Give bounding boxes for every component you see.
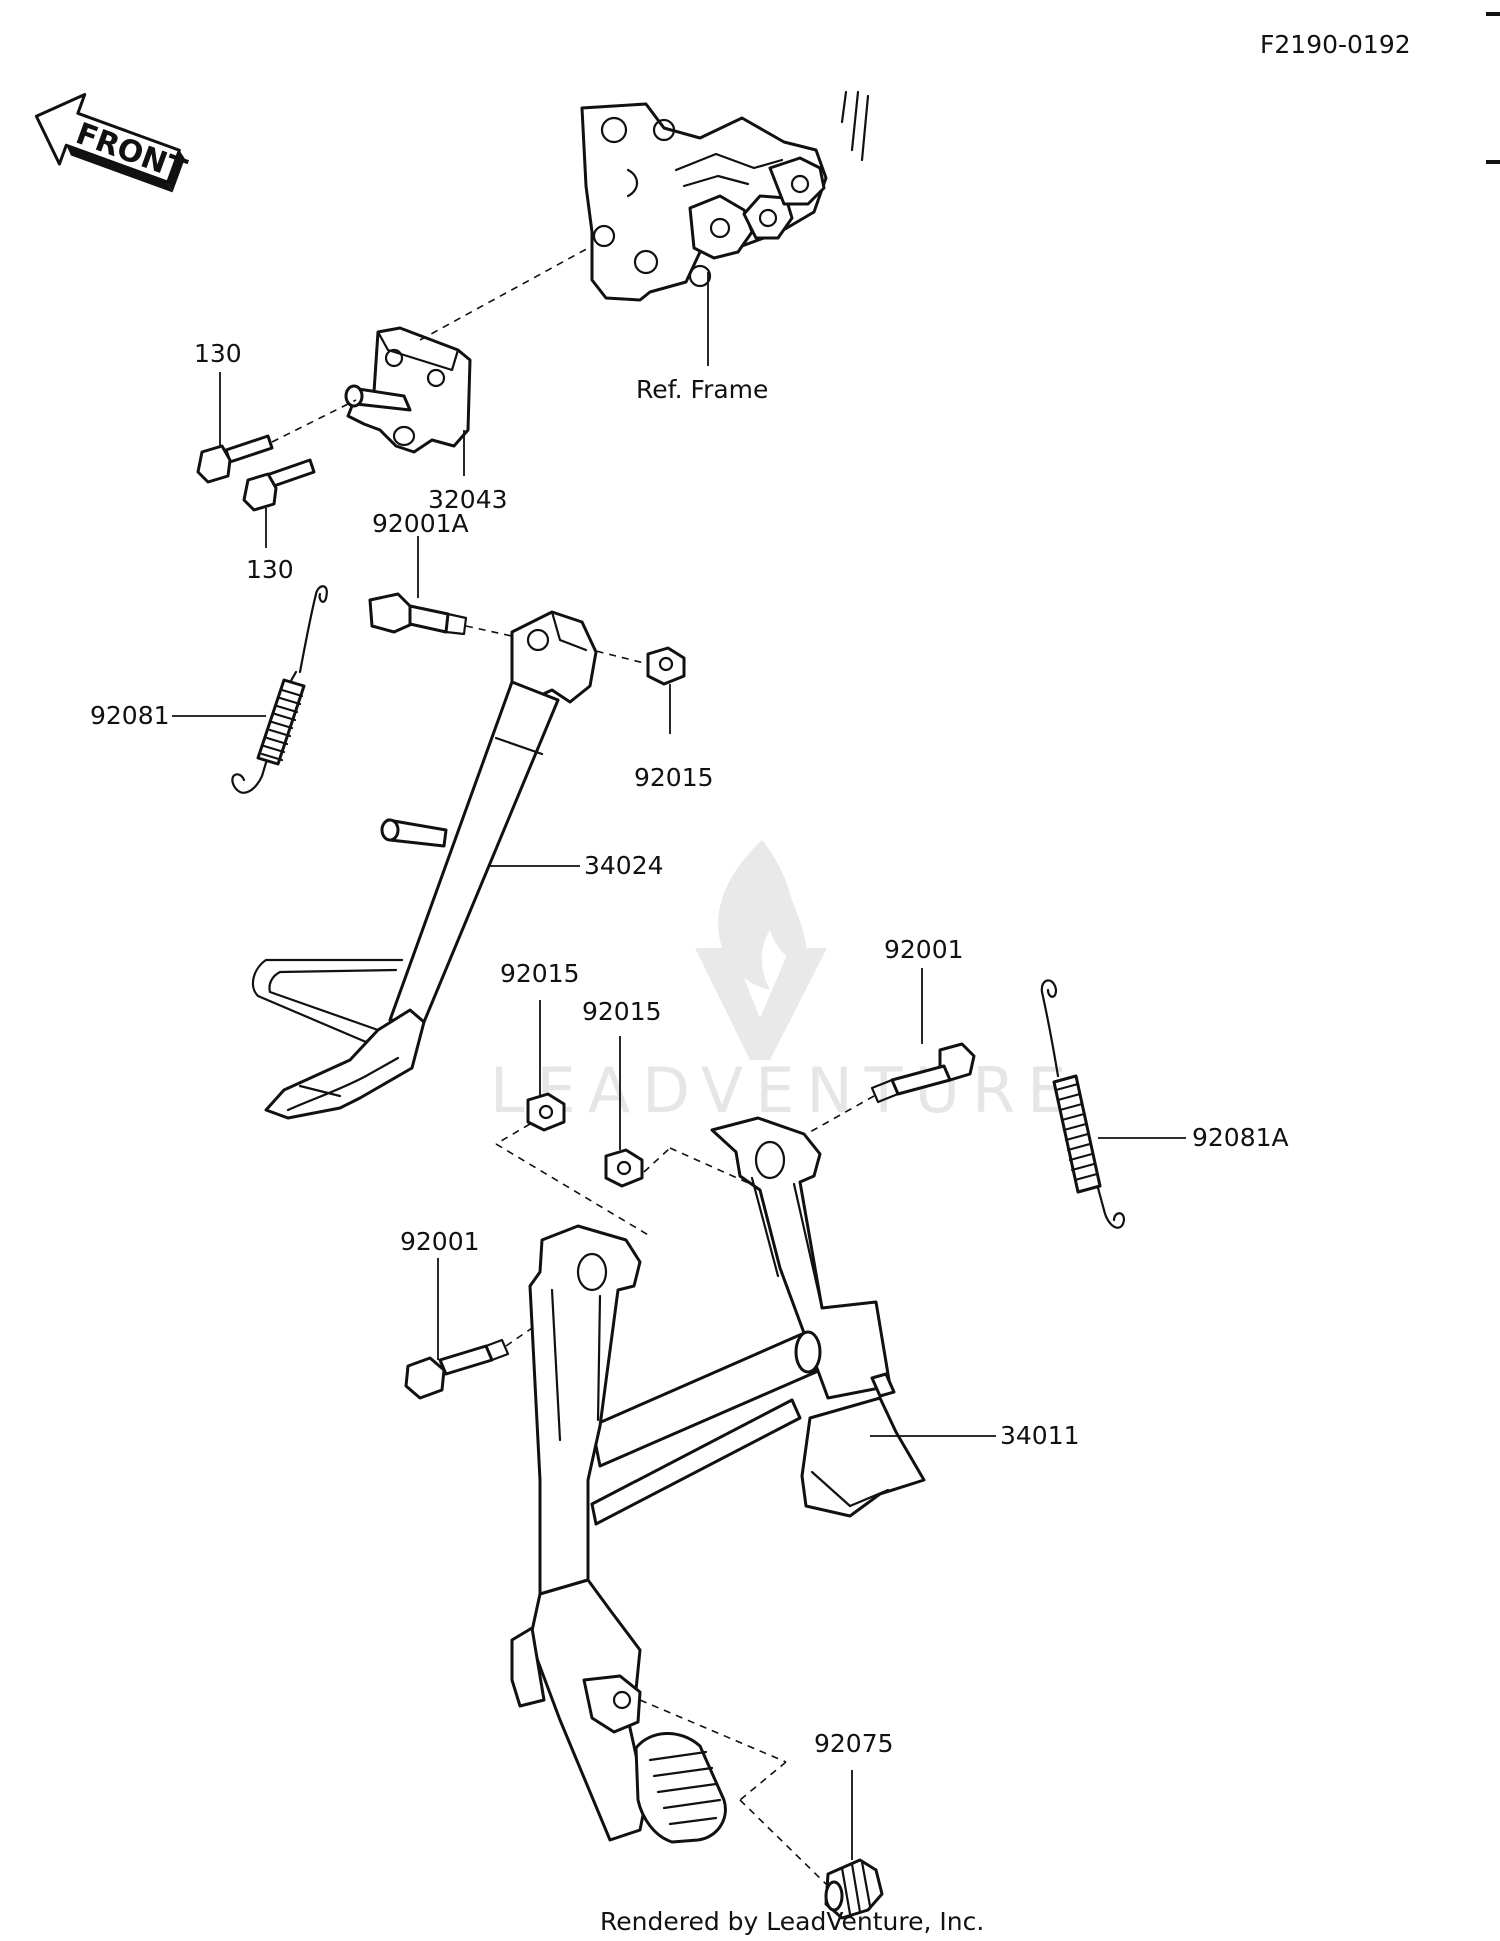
- label-92015-right: 92015: [582, 997, 662, 1026]
- label-130-lower: 130: [246, 555, 294, 584]
- nut-92015-right: [604, 1148, 644, 1188]
- margin-tick-top: [1486, 12, 1500, 16]
- bolt-130-upper: [196, 434, 274, 484]
- label-34024: 34024: [584, 851, 664, 880]
- label-92081: 92081: [90, 701, 170, 730]
- spring-92081a: [1040, 979, 1126, 1229]
- label-92081a: 92081A: [1192, 1123, 1289, 1152]
- front-arrow-icon: FRONT: [34, 92, 191, 193]
- bolt-92001a: [368, 592, 468, 636]
- frame-reference: [580, 90, 870, 302]
- diagram-code: F2190-0192: [1260, 30, 1411, 59]
- label-92015-left: 92015: [500, 959, 580, 988]
- bolt-130-lower: [242, 458, 316, 512]
- ref-frame-label: Ref. Frame: [636, 375, 768, 404]
- footer-credit: Rendered by LeadVenture, Inc.: [600, 1907, 984, 1936]
- watermark-text: LEADVENTURE: [490, 1054, 1078, 1127]
- center-stand-34011: [510, 1116, 926, 1844]
- nut-92015-side: [646, 646, 686, 686]
- nut-92015-left: [526, 1092, 566, 1132]
- label-92001-right: 92001: [884, 935, 964, 964]
- bolt-92001-right: [870, 1042, 976, 1104]
- side-stand-34024: [251, 610, 598, 1120]
- label-32043: 32043: [428, 485, 508, 514]
- label-92001a: 92001A: [372, 509, 469, 538]
- label-130-upper: 130: [194, 339, 242, 368]
- label-92075: 92075: [814, 1729, 894, 1758]
- margin-tick-mid: [1486, 160, 1500, 164]
- label-34011: 34011: [1000, 1421, 1080, 1450]
- spring-92081: [231, 585, 328, 794]
- front-arrow-label: FRONT: [71, 116, 191, 188]
- cap-92075: [824, 1858, 884, 1920]
- label-92015-side: 92015: [634, 763, 714, 792]
- bracket-32043: [344, 326, 472, 454]
- bolt-92001-left: [404, 1338, 510, 1400]
- watermark-logo: [695, 840, 827, 1060]
- label-92001-left: 92001: [400, 1227, 480, 1256]
